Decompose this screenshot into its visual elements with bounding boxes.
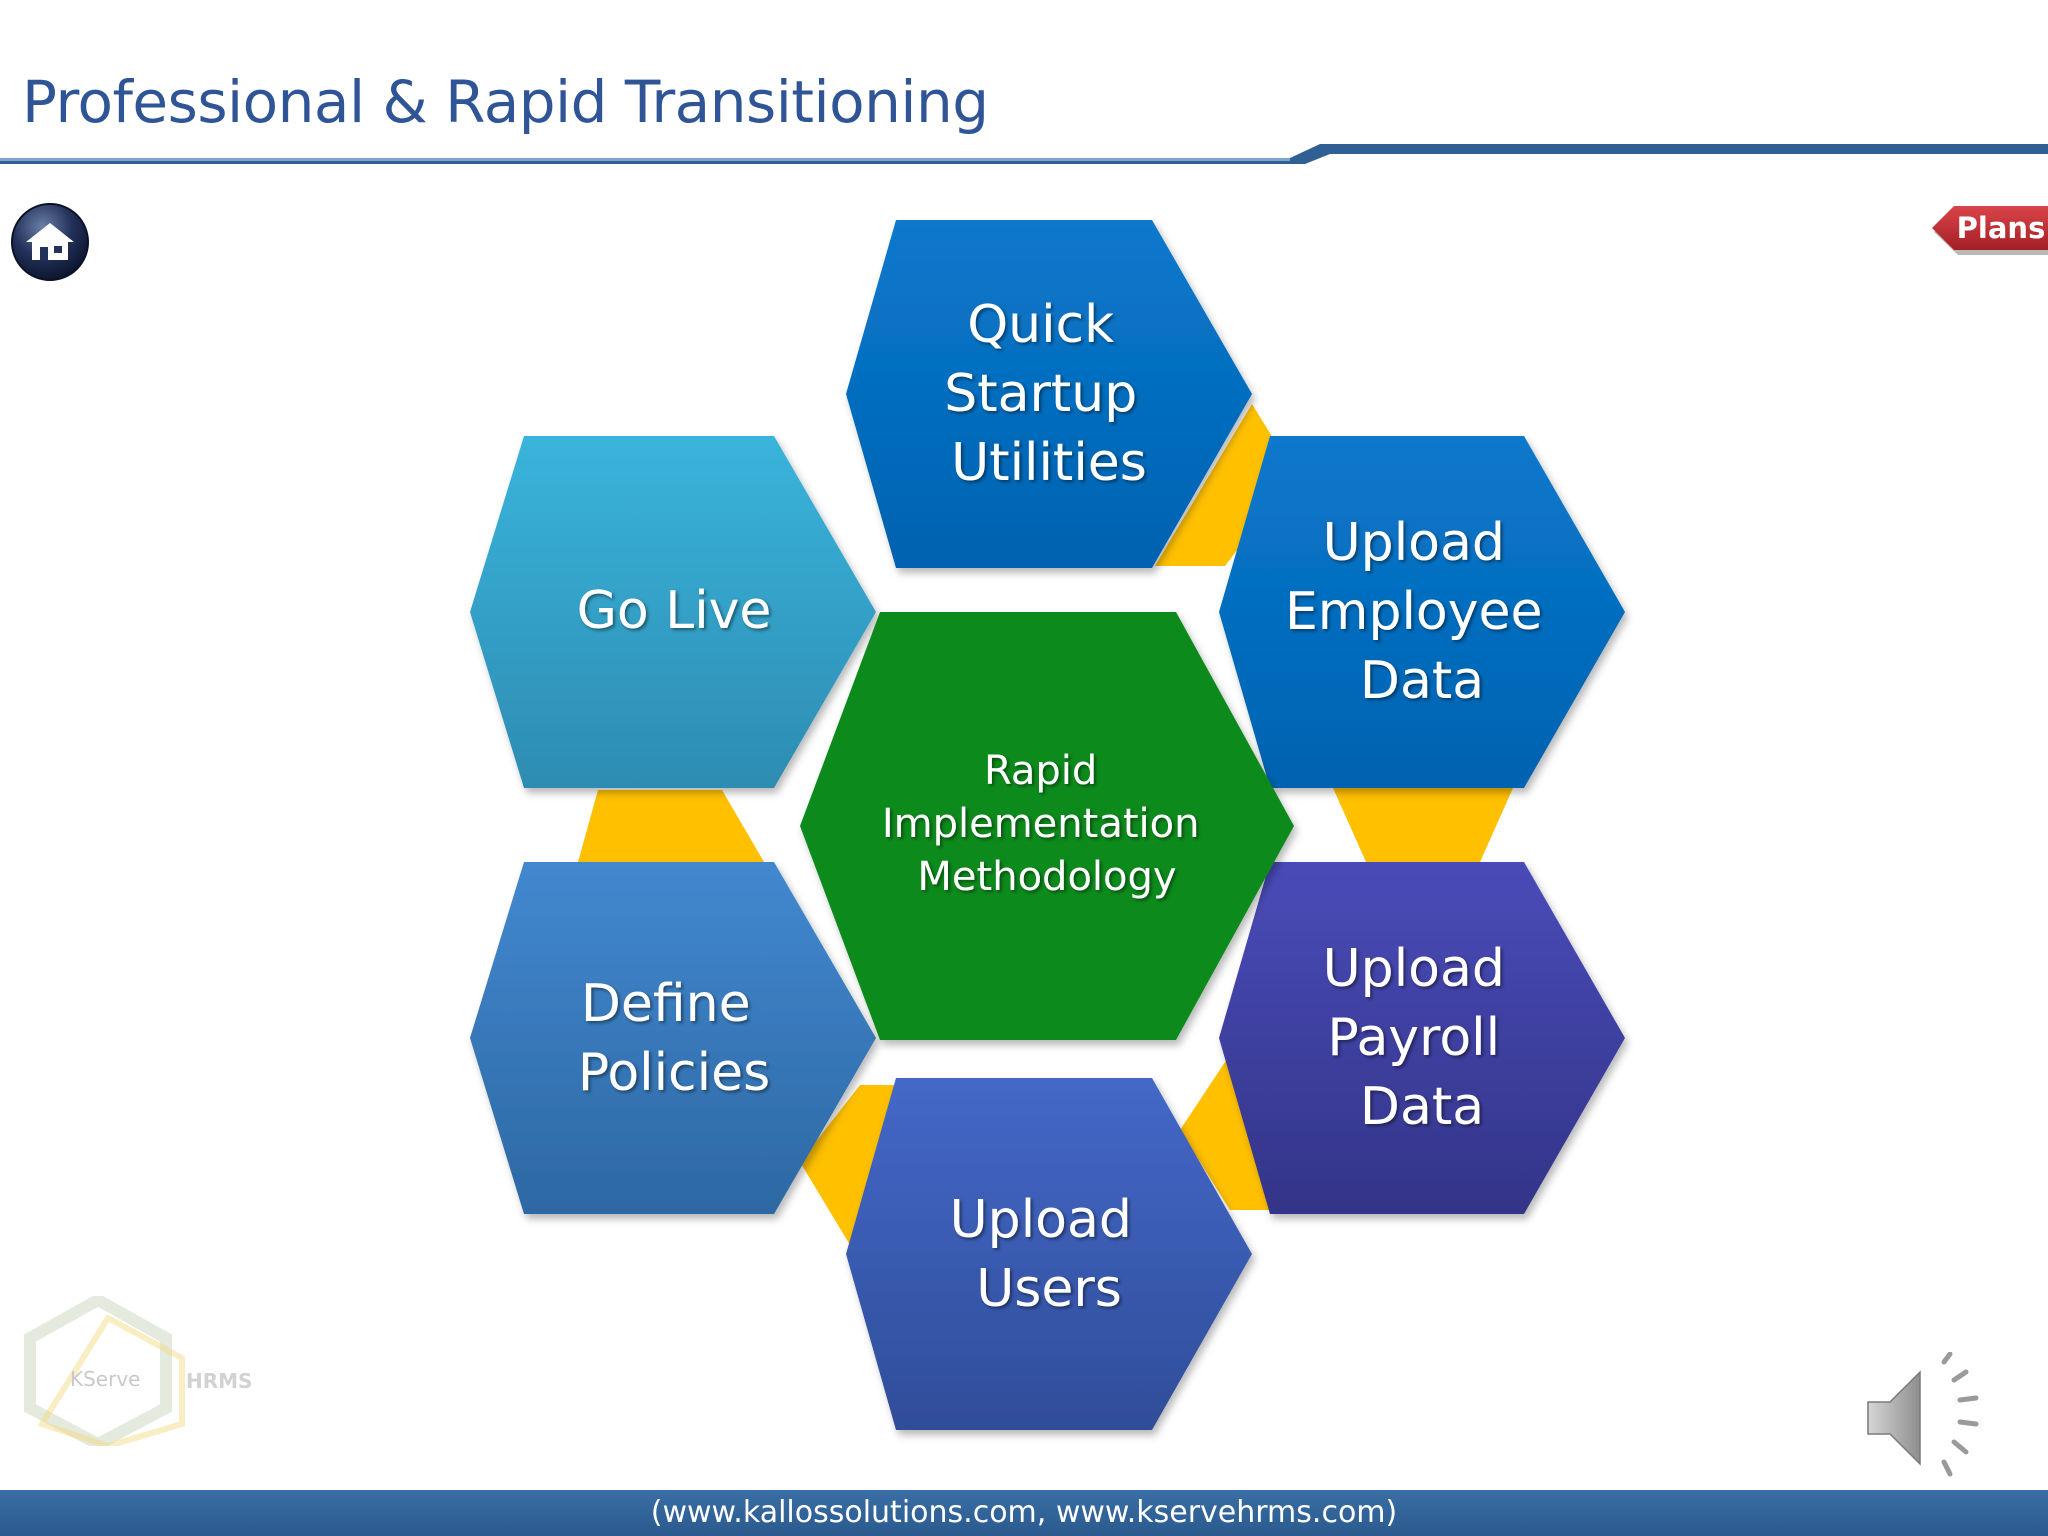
plans-button[interactable] — [1930, 200, 2048, 260]
slide-title: Professional & Rapid Transitioning — [22, 68, 989, 136]
plans-label: Plans — [1956, 211, 2046, 245]
connector-employee-payroll — [1333, 788, 1513, 862]
hex-quick-startup — [846, 220, 1252, 568]
label-center: Rapid Implementation Methodology — [882, 748, 1212, 900]
label-upload-employee: Upload Employee Data — [1285, 513, 1559, 711]
svg-text:HRMS: HRMS — [186, 1369, 252, 1393]
connector-quick-employee — [1155, 404, 1295, 566]
label-upload-payroll: Upload Payroll Data — [1323, 939, 1522, 1137]
hex-upload-payroll — [1219, 862, 1625, 1214]
label-define-policies: Define Policies — [578, 974, 770, 1103]
hex-define-policies — [470, 862, 876, 1214]
home-icon — [26, 223, 74, 260]
label-quick-startup: Quick Startup Utilities — [944, 295, 1154, 493]
hex-go-live — [470, 436, 876, 788]
home-button[interactable] — [10, 202, 90, 282]
hex-upload-employee — [1219, 436, 1625, 788]
speaker-icon[interactable] — [1862, 1352, 1992, 1482]
footer-bar — [0, 1490, 2048, 1536]
hex-center — [800, 612, 1294, 1040]
hex-upload-users — [846, 1078, 1252, 1430]
footer-url-text: (www.kallossolutions.com, www.kservehrms… — [650, 1495, 1398, 1530]
label-go-live: Go Live — [577, 581, 772, 641]
svg-text:KServe: KServe — [70, 1367, 140, 1391]
connector-policies-golive — [578, 790, 764, 862]
label-upload-users: Upload Users — [950, 1190, 1149, 1319]
title-underline — [0, 144, 2048, 164]
kserve-hrms-logo: KServe HRMS — [24, 1296, 252, 1446]
